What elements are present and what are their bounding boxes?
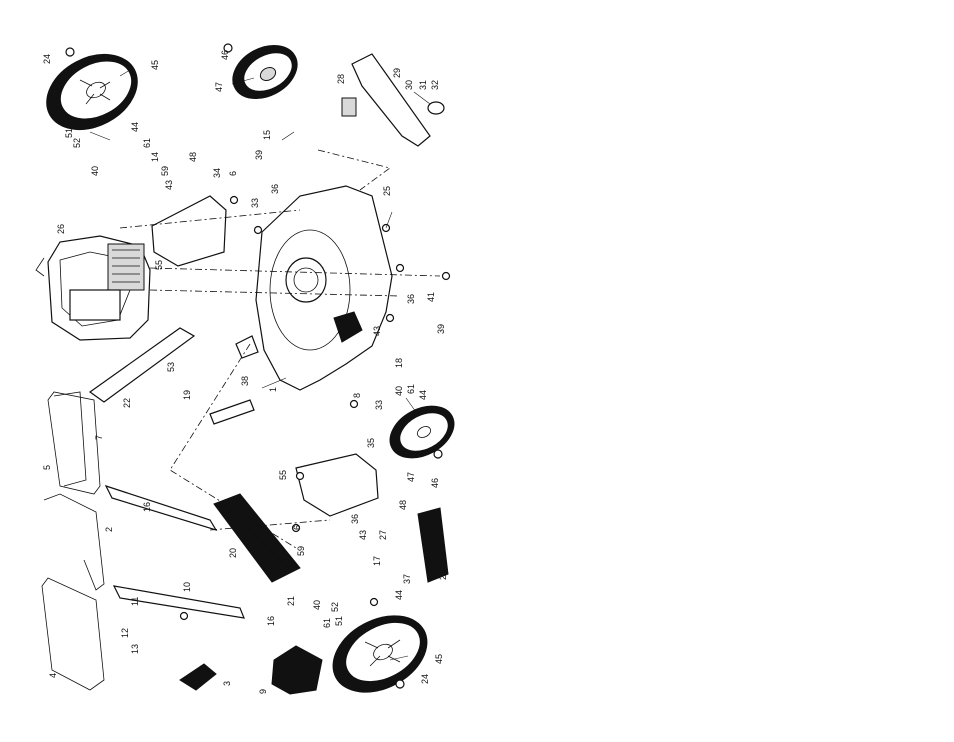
callout-label: 47 (406, 472, 416, 482)
callout-label: 14 (150, 152, 160, 162)
callout-label: 51 (334, 616, 344, 626)
callout-label: 59 (160, 166, 170, 176)
handle-upper (48, 392, 100, 494)
handle-rod (44, 494, 104, 590)
callout-label: 25 (382, 186, 392, 196)
callout-label: 2 (104, 527, 114, 532)
callout-label: 40 (90, 166, 100, 176)
callout-label: 43 (358, 530, 368, 540)
callout-label: 59 (296, 546, 306, 556)
callout-label: 1 (268, 387, 278, 392)
callout-label: 45 (434, 654, 444, 664)
callout-label: 21 (286, 596, 296, 606)
callout-label: 33 (374, 400, 384, 410)
handle-lower (90, 328, 254, 424)
callout-label: 15 (262, 130, 272, 140)
callout-label: 32 (430, 80, 440, 90)
starter-rope-handle (180, 664, 216, 690)
callout-label: 47 (214, 82, 224, 92)
callout-label: 18 (394, 358, 404, 368)
callout-label: 28 (336, 74, 346, 84)
callout-label: 36 (270, 184, 280, 194)
callout-label: 55 (278, 470, 288, 480)
callout-label: 6 (292, 525, 302, 530)
callout-label: 31 (418, 80, 428, 90)
callout-label: 36 (406, 294, 416, 304)
callout-label: 43 (164, 180, 174, 190)
height-bracket-bottom (296, 454, 378, 516)
callout-label: 52 (330, 602, 340, 612)
callout-label: 7 (94, 435, 104, 440)
rear-flap (214, 494, 300, 582)
callout-label: 61 (142, 138, 152, 148)
callout-label: 23 (438, 570, 448, 580)
callout-label: 48 (188, 152, 198, 162)
callout-label: 38 (240, 376, 250, 386)
callout-label: 41 (426, 292, 436, 302)
callout-label: 16 (142, 502, 152, 512)
callout-label: 11 (130, 597, 140, 606)
callout-label: 29 (392, 68, 402, 78)
callout-label: 13 (130, 644, 140, 654)
callout-label: 22 (122, 398, 132, 408)
callout-label: 44 (394, 590, 404, 600)
callout-label: 44 (418, 390, 428, 400)
callout-label: 34 (212, 168, 222, 178)
callout-label: 16 (266, 616, 276, 626)
callout-label: 44 (130, 122, 140, 132)
callout-label: 37 (402, 574, 412, 584)
callout-label: 27 (378, 530, 388, 540)
callout-label: 6 (228, 171, 238, 176)
callout-label: 51 (64, 128, 74, 138)
callout-label: 46 (220, 50, 230, 60)
callout-label: 35 (366, 438, 376, 448)
callout-label: 20 (228, 548, 238, 558)
mulch-plug (272, 646, 322, 694)
engine (36, 236, 150, 340)
wheel-top-right (224, 35, 307, 109)
callout-label: 9 (258, 689, 268, 694)
callout-label: 4 (48, 673, 58, 678)
blade (342, 54, 444, 146)
callout-label: 39 (436, 324, 446, 334)
callout-label: 61 (322, 618, 332, 628)
callout-label: 24 (42, 54, 52, 64)
callout-label: 40 (394, 386, 404, 396)
callout-label: 40 (312, 600, 322, 610)
callout-label: 8 (352, 393, 362, 398)
callout-label: 3 (222, 681, 232, 686)
callout-label: 45 (150, 60, 160, 70)
callout-label: 53 (166, 362, 176, 372)
callout-label: 52 (72, 138, 82, 148)
callout-label: 43 (372, 326, 382, 336)
callout-label: 61 (406, 384, 416, 394)
callout-label: 46 (430, 478, 440, 488)
callout-label: 36 (350, 514, 360, 524)
callout-label: 10 (182, 582, 192, 592)
callout-label: 5 (42, 465, 52, 470)
callout-label: 24 (420, 674, 430, 684)
callout-label: 48 (398, 500, 408, 510)
handle-lower-frame (42, 486, 244, 690)
callout-label: 26 (56, 224, 66, 234)
callout-label: 12 (120, 628, 130, 638)
height-bracket-top (152, 196, 226, 266)
callout-label: 17 (372, 556, 382, 566)
callout-label: 39 (254, 150, 264, 160)
callout-label: 19 (182, 390, 192, 400)
callout-label: 33 (250, 198, 260, 208)
callout-label: 55 (154, 260, 164, 270)
callout-label: 30 (404, 80, 414, 90)
callout-labels: 24 45 46 47 51 52 44 61 14 40 59 43 48 3… (42, 50, 448, 694)
mower-deck (236, 186, 392, 390)
wheel-bottom-right (381, 396, 463, 469)
